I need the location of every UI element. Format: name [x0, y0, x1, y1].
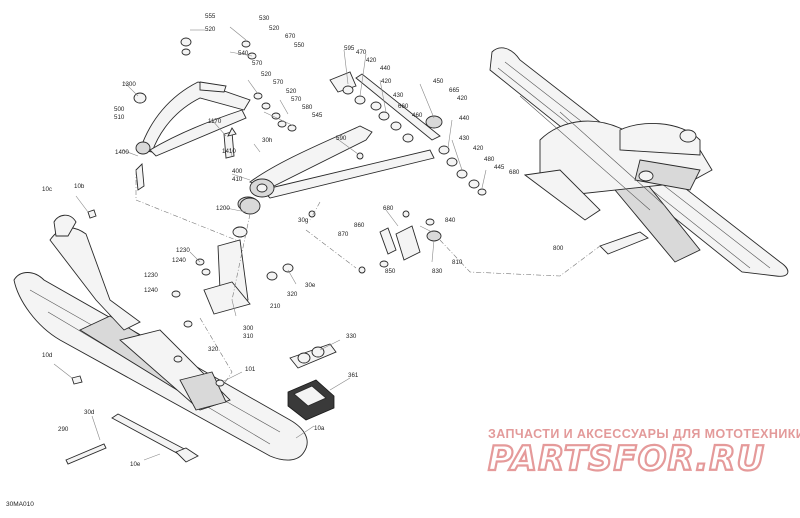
callout-665: 665 [449, 87, 460, 94]
callout-850: 850 [385, 268, 396, 275]
callout-430: 430 [459, 135, 470, 142]
callout-480: 480 [484, 156, 495, 163]
callout-520: 520 [261, 71, 272, 78]
watermark-logo: PARTSFOR.RU [488, 439, 765, 479]
callout-810: 810 [452, 259, 463, 266]
callout-500: 500 [114, 106, 125, 113]
ski-body-illustration [13, 214, 308, 461]
callout-290: 290 [58, 426, 69, 433]
callout-520: 520 [286, 88, 297, 95]
callout-870: 870 [338, 231, 349, 238]
callout-510: 510 [114, 114, 125, 121]
callout-530: 530 [259, 15, 270, 22]
callout-310: 310 [243, 333, 254, 340]
callout-330: 330 [346, 333, 357, 340]
callout-10b: 10b [74, 183, 85, 190]
callout-1230: 1230 [144, 272, 158, 279]
callout-300: 300 [243, 325, 254, 332]
callout-labels: 555 520 530 520 670 550 540 570 520 570 … [42, 13, 564, 468]
callout-570: 570 [252, 60, 263, 67]
callout-1410: 1410 [222, 148, 236, 155]
callout-1170: 1170 [208, 118, 222, 125]
callout-210: 210 [270, 303, 281, 310]
callout-570: 570 [273, 79, 284, 86]
callout-10d: 10d [42, 352, 53, 359]
callout-540: 540 [238, 50, 249, 57]
bumper-parts-illustration [287, 343, 337, 421]
callout-320: 320 [287, 291, 298, 298]
callout-520: 520 [269, 25, 280, 32]
callout-410: 410 [232, 176, 243, 183]
callout-860: 860 [354, 222, 365, 229]
assembly-reference-lines [135, 170, 601, 385]
callout-1400: 1400 [115, 149, 129, 156]
callout-830: 830 [432, 268, 443, 275]
callout-545: 545 [312, 112, 323, 119]
callout-101: 101 [245, 366, 256, 373]
callout-10c: 10c [42, 186, 52, 193]
lower-a-arm-illustration [249, 71, 441, 199]
callout-420: 420 [366, 57, 377, 64]
callout-320: 320 [208, 346, 219, 353]
callout-420: 420 [473, 145, 484, 152]
watermark: ЗАПЧАСТИ И АКСЕССУАРЫ ДЛЯ МОТОТЕХНИКИ PA… [487, 427, 800, 480]
callout-680: 680 [509, 169, 520, 176]
callout-595: 595 [344, 45, 355, 52]
callout-680: 680 [383, 205, 394, 212]
callout-30g: 30g [298, 217, 309, 224]
callout-1200: 1200 [216, 205, 230, 212]
callout-460: 460 [412, 112, 423, 119]
callout-470: 470 [356, 49, 367, 56]
callout-570: 570 [291, 96, 302, 103]
callout-1230: 1230 [176, 247, 190, 254]
callout-10a: 10a [314, 425, 325, 432]
callout-420: 420 [457, 95, 468, 102]
assembled-ski-illustration [489, 47, 789, 277]
wear-bar-illustration [111, 413, 199, 463]
callout-670: 670 [285, 33, 296, 40]
watermark-tagline: ЗАПЧАСТИ И АКСЕССУАРЫ ДЛЯ МОТОТЕХНИКИ [488, 427, 800, 441]
callout-440: 440 [459, 115, 470, 122]
callout-840: 840 [445, 217, 456, 224]
callout-445: 445 [494, 164, 505, 171]
callout-1240: 1240 [172, 257, 186, 264]
callout-555: 555 [205, 13, 216, 20]
hardware-illustration [65, 37, 487, 465]
callout-361: 361 [348, 372, 359, 379]
diagram-code: 30MA010 [6, 501, 34, 508]
callout-520: 520 [205, 26, 216, 33]
leader-lines [53, 26, 487, 461]
callout-550: 550 [294, 42, 305, 49]
callout-400: 400 [232, 168, 243, 175]
callout-1240: 1240 [144, 287, 158, 294]
callout-440: 440 [380, 65, 391, 72]
callout-30h: 30h [262, 137, 273, 144]
callout-660: 660 [398, 103, 409, 110]
callout-420: 420 [381, 78, 392, 85]
callout-800: 800 [553, 245, 564, 252]
callout-450: 450 [433, 78, 444, 85]
callout-30d: 30d [84, 409, 95, 416]
callout-1300: 1300 [122, 81, 136, 88]
callout-580: 580 [302, 104, 313, 111]
upper-a-arm-illustration [133, 81, 251, 191]
callout-590: 590 [336, 135, 347, 142]
callout-30e: 30e [305, 282, 316, 289]
callout-430: 430 [393, 92, 404, 99]
callout-10e: 10e [130, 461, 141, 468]
